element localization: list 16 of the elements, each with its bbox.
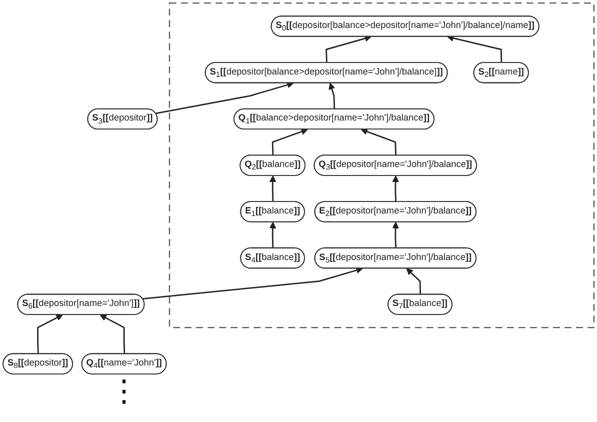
arrow [100, 314, 126, 354]
arrow [447, 34, 502, 63]
arrow [37, 314, 63, 354]
arrow [142, 267, 363, 300]
arrow [360, 128, 396, 156]
arrow [269, 176, 276, 202]
arrow [156, 82, 294, 114]
continuation-dots: ⋮ [109, 376, 140, 407]
arrow [328, 82, 336, 110]
arrow [406, 268, 422, 295]
arrow [272, 128, 308, 156]
arrow [326, 35, 372, 63]
arrow [269, 222, 276, 248]
arrow [392, 176, 399, 202]
arrow [392, 222, 399, 248]
cluster [168, 2, 594, 328]
